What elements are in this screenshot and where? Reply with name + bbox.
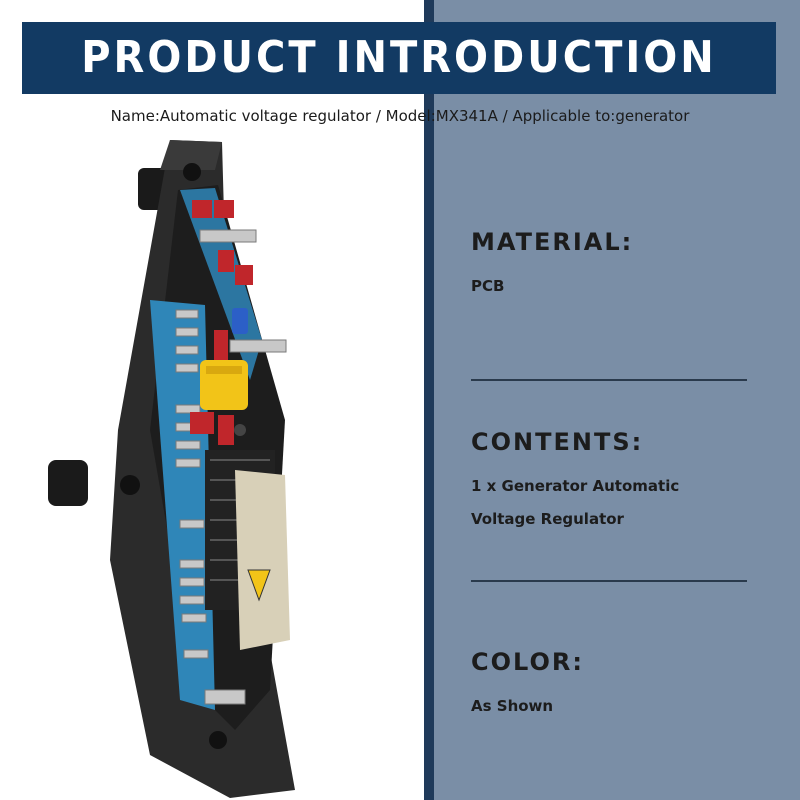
color-value: As Shown [471, 697, 554, 715]
material-section: MATERIAL: PCB [471, 228, 761, 303]
panel-edge [424, 0, 434, 800]
color-title: COLOR: [471, 648, 584, 676]
info-panel [424, 0, 800, 800]
banner-title: PRODUCT INTRODUCTION [81, 33, 717, 83]
header-banner: PRODUCT INTRODUCTION [22, 22, 776, 94]
material-title: MATERIAL: [471, 228, 634, 256]
product-image [48, 140, 295, 798]
contents-section: CONTENTS: 1 x Generator Automatic Voltag… [471, 428, 761, 536]
divider [471, 379, 747, 381]
color-section: COLOR: As Shown [471, 648, 761, 723]
contents-value: 1 x Generator Automatic Voltage Regulato… [471, 477, 680, 528]
product-subtitle: Name:Automatic voltage regulator / Model… [110, 107, 690, 125]
divider [471, 580, 747, 582]
material-value: PCB [471, 277, 505, 295]
contents-title: CONTENTS: [471, 428, 644, 456]
